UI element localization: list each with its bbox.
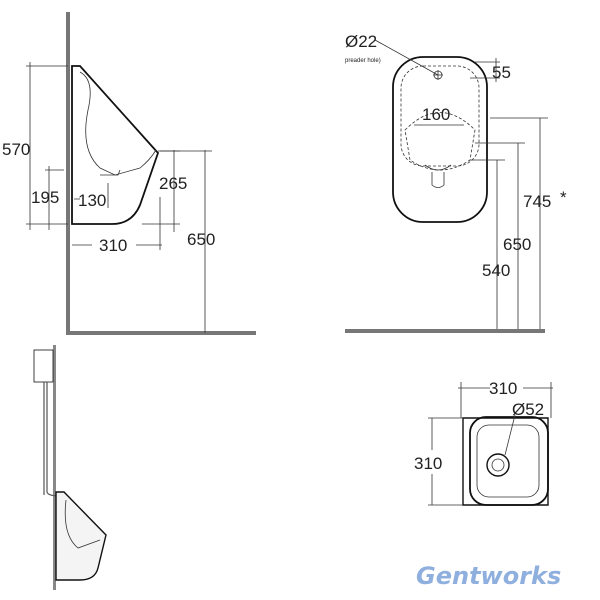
- trap-outline: [100, 169, 121, 176]
- dim-310-side: 310: [99, 236, 127, 255]
- urinal-side-profile: [71, 65, 160, 225]
- dim-55: 55: [492, 63, 511, 82]
- dim-160: 160: [422, 105, 450, 124]
- inner-bowl: [400, 65, 480, 167]
- dim-195: 195: [31, 188, 59, 207]
- urinal-small: [55, 491, 107, 581]
- asterisk-note: *: [560, 188, 567, 207]
- dim-130: 130: [78, 191, 106, 210]
- dim-650-side: 650: [187, 230, 215, 249]
- top-view: [428, 382, 553, 506]
- dim-310-top-depth: 310: [414, 454, 442, 473]
- dim-745: 745: [523, 192, 551, 211]
- dim-540: 540: [482, 261, 510, 280]
- dim-650-front: 650: [503, 235, 531, 254]
- dim-waste-diameter: Ø52: [512, 400, 544, 419]
- side-view: [26, 12, 256, 335]
- wall: [66, 12, 70, 335]
- cistern: [33, 349, 54, 383]
- waste-inner: [491, 458, 505, 472]
- spreader-hole-note: preader hole): [345, 58, 381, 64]
- urinal-front-outline: [392, 56, 488, 223]
- basin-inner: [476, 424, 540, 498]
- waste-outlet-icon: [486, 453, 510, 477]
- urinal-inner-bowl: [79, 71, 157, 176]
- bowl-lip: [404, 112, 476, 171]
- cistern-elevation: [33, 345, 107, 590]
- front-view: [345, 39, 548, 333]
- dim-570: 570: [2, 140, 30, 159]
- dim-spreader-diameter: Ø22: [345, 32, 377, 51]
- gentworks-logo: Gentworks: [416, 562, 561, 590]
- floor: [66, 331, 256, 335]
- dim-265: 265: [159, 174, 187, 193]
- basin-outline: [469, 416, 549, 506]
- dim-310-top-width: 310: [489, 379, 517, 398]
